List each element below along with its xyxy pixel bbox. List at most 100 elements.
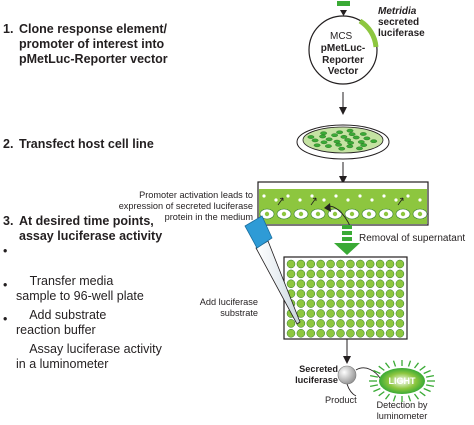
plate-well (346, 259, 355, 269)
plate-well (395, 319, 405, 328)
plate-well (365, 329, 375, 338)
dish-cell (346, 144, 354, 149)
plate-well (356, 319, 365, 328)
reaction-arrow (355, 367, 381, 379)
removal-label: Removal of supernatant (359, 233, 466, 244)
light-label: LIGHT (388, 376, 416, 386)
dish-cell (346, 128, 354, 133)
secreted-dot (394, 198, 398, 202)
plate-well (306, 289, 316, 298)
cell-nucleus (417, 211, 423, 217)
dish-cell (336, 130, 343, 135)
plate-well (286, 259, 296, 269)
gene-name: secreted luciferase (378, 17, 425, 39)
light-ray (423, 369, 431, 375)
pipette (244, 215, 301, 325)
plate-well (336, 279, 345, 289)
plate-well (326, 299, 335, 308)
step-number: 1. (3, 22, 14, 36)
plate-well (306, 259, 316, 269)
secretion-arrow (397, 197, 404, 206)
light-ray (392, 360, 397, 367)
plate-well (306, 329, 316, 338)
bullet-item: • Assay luciferase activity in a luminom… (3, 312, 162, 371)
plate-well (316, 289, 325, 298)
plate-well (336, 309, 345, 318)
plate-well (286, 269, 296, 279)
step-text: Transfect host cell line (19, 137, 154, 151)
dish-cell (311, 138, 319, 143)
plate-well (346, 319, 355, 328)
plate-well (286, 319, 296, 328)
light-ray (425, 384, 435, 388)
dish-cell (313, 143, 321, 148)
secreted-dot (418, 198, 422, 202)
dish-cell (357, 140, 365, 144)
secreted-dot (358, 194, 362, 198)
light-ray (378, 391, 385, 397)
light-ray (369, 374, 379, 378)
secretion-arrow (277, 197, 284, 206)
dish-cell (307, 135, 315, 139)
removal-arrow (334, 225, 360, 255)
plate-well (375, 329, 385, 338)
light-ray (407, 360, 412, 367)
luciferase-gene-arc (358, 18, 379, 48)
plate-well (306, 319, 316, 328)
dish-cells (307, 128, 378, 151)
product-label: Product (325, 395, 357, 405)
light-ray (423, 387, 431, 393)
dish-cell (320, 131, 327, 135)
light-ray (369, 384, 379, 388)
plate-well (375, 279, 385, 289)
cell-nucleus (366, 211, 372, 217)
secreted-dot (274, 198, 278, 202)
plate-well (326, 279, 335, 289)
bullet-text: Add substrate reaction buffer (16, 308, 107, 337)
light-ray (407, 395, 412, 402)
light-ray (373, 387, 381, 393)
cell-nucleus (349, 211, 355, 217)
mcs-label: MCS (330, 31, 353, 42)
plate-well (356, 279, 365, 289)
plate-well (316, 319, 325, 328)
plate-well (385, 329, 395, 338)
plate-well (385, 319, 395, 328)
culture-well (257, 181, 429, 226)
plate-well (296, 289, 306, 298)
dish-cell (356, 146, 363, 151)
step-number: 2. (3, 137, 14, 151)
plate-well (336, 259, 345, 269)
mcs-marker (337, 1, 350, 6)
plate-well (296, 269, 306, 279)
bullet-text: Assay luciferase activity in a luminomet… (16, 342, 162, 371)
light-ray (384, 393, 391, 400)
plate-well (385, 299, 395, 308)
secreted-dot (382, 194, 386, 198)
plate-well (385, 309, 395, 318)
dish-cell (352, 135, 360, 140)
dish-cell (363, 136, 371, 141)
secreted-dot (322, 198, 326, 202)
96-well-plate (283, 256, 408, 340)
plate-well (306, 299, 316, 308)
light-ray (413, 362, 420, 369)
plate-well (326, 289, 335, 298)
step-number: 3. (3, 214, 14, 228)
plate-well (365, 289, 375, 298)
step-3-bullets: • Transfer media sample to 96-well plate… (3, 244, 162, 371)
detection-label: Detection by luminometer (376, 400, 428, 421)
plate-well (356, 259, 365, 269)
secreted-dot (298, 198, 302, 202)
plate-well (395, 299, 405, 308)
plate-well (365, 299, 375, 308)
plate-well (395, 269, 405, 279)
plate-well (306, 279, 316, 289)
plate-well (326, 309, 335, 318)
plate-well (326, 319, 335, 328)
bullet-text: Transfer media sample to 96-well plate (16, 274, 144, 303)
dish-cell (333, 139, 341, 144)
dish-cell (319, 134, 326, 139)
secretion-arrow (310, 197, 317, 206)
